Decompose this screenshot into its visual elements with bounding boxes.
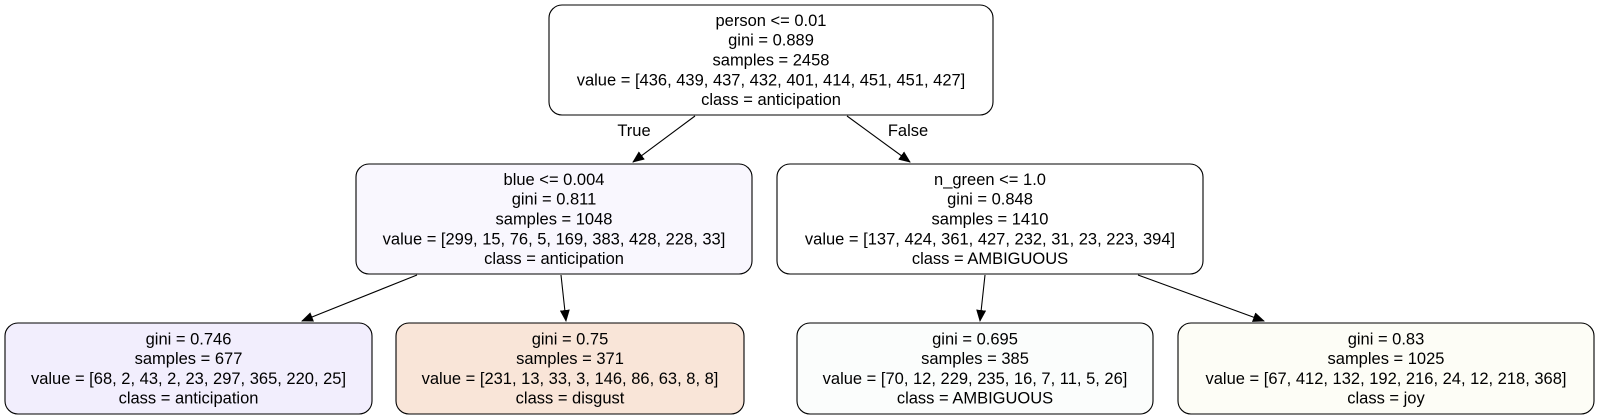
node-line: gini = 0.848: [947, 191, 1033, 209]
node-line: samples = 385: [921, 350, 1029, 368]
node-line: samples = 1025: [1328, 350, 1445, 368]
node-box: [776, 163, 1204, 275]
node-line: class = joy: [1347, 390, 1425, 408]
node-line: blue <= 0.004: [504, 171, 605, 189]
tree-node-leaf-lr: gini = 0.75 samples = 371 value = [231, 13…: [395, 322, 745, 415]
tree-node-root: person <= 0.01 gini = 0.889 samples = 2458…: [548, 4, 994, 116]
edge-label-false: False: [888, 122, 928, 140]
edge-right-to-leaf-rr: [1137, 274, 1265, 322]
node-line: n_green <= 1.0: [934, 171, 1046, 189]
node-line: gini = 0.811: [512, 191, 597, 209]
node-box: [395, 322, 745, 415]
node-line: gini = 0.889: [728, 32, 814, 50]
node-box: [4, 322, 373, 415]
tree-node-leaf-ll: gini = 0.746 samples = 677 value = [68, 2,…: [4, 322, 373, 415]
edge-left-to-leaf-ll: [301, 274, 418, 322]
node-line: samples = 2458: [713, 52, 830, 70]
node-line: class = anticipation: [119, 390, 259, 408]
edge-root-to-left: [632, 115, 696, 163]
tree-node-leaf-rl: gini = 0.695 samples = 385 value = [70, 12…: [796, 322, 1154, 415]
tree-node-right: n_green <= 1.0 gini = 0.848 samples = 1410…: [776, 163, 1204, 275]
nodes-layer: person <= 0.01 gini = 0.889 samples = 2458…: [4, 4, 1595, 415]
node-line: gini = 0.75: [532, 330, 609, 348]
node-line: value = [436, 439, 437, 432, 401, 414, 4…: [577, 71, 966, 89]
edge-right-to-leaf-rl: [976, 274, 987, 322]
node-box: [548, 4, 994, 116]
edge-root-to-right: [846, 115, 911, 163]
node-box: [1177, 322, 1595, 415]
node-line: value = [70, 12, 229, 235, 16, 7, 11, 5,…: [823, 370, 1128, 388]
node-line: gini = 0.83: [1348, 330, 1425, 348]
node-line: class = AMBIGUOUS: [897, 390, 1053, 408]
node-box: [355, 163, 753, 275]
node-line: gini = 0.695: [932, 330, 1018, 348]
node-line: value = [299, 15, 76, 5, 169, 383, 428, …: [383, 230, 726, 248]
node-line: samples = 1410: [932, 211, 1049, 229]
tree-node-leaf-rr: gini = 0.83 samples = 1025 value = [67, 41…: [1177, 322, 1595, 415]
node-box: [796, 322, 1154, 415]
node-line: value = [68, 2, 43, 2, 23, 297, 365, 220…: [31, 370, 346, 388]
node-line: value = [231, 13, 33, 3, 146, 86, 63, 8,…: [422, 370, 719, 388]
edges-layer: True False: [301, 115, 1265, 322]
tree-node-left: blue <= 0.004 gini = 0.811 samples = 1048v…: [355, 163, 753, 275]
node-line: gini = 0.746: [146, 330, 232, 348]
node-line: value = [67, 412, 132, 192, 216, 24, 12,…: [1205, 370, 1566, 388]
node-line: class = anticipation: [701, 91, 841, 109]
node-line: class = anticipation: [484, 250, 624, 268]
node-line: samples = 677: [135, 350, 243, 368]
node-line: samples = 1048: [496, 211, 613, 229]
node-line: person <= 0.01: [715, 12, 826, 30]
node-line: class = AMBIGUOUS: [912, 250, 1068, 268]
node-line: samples = 371: [516, 350, 624, 368]
node-line: value = [137, 424, 361, 427, 232, 31, 23…: [805, 230, 1175, 248]
node-line: class = disgust: [516, 390, 625, 408]
edge-label-true: True: [617, 122, 650, 140]
edge-left-to-leaf-lr: [559, 274, 570, 322]
